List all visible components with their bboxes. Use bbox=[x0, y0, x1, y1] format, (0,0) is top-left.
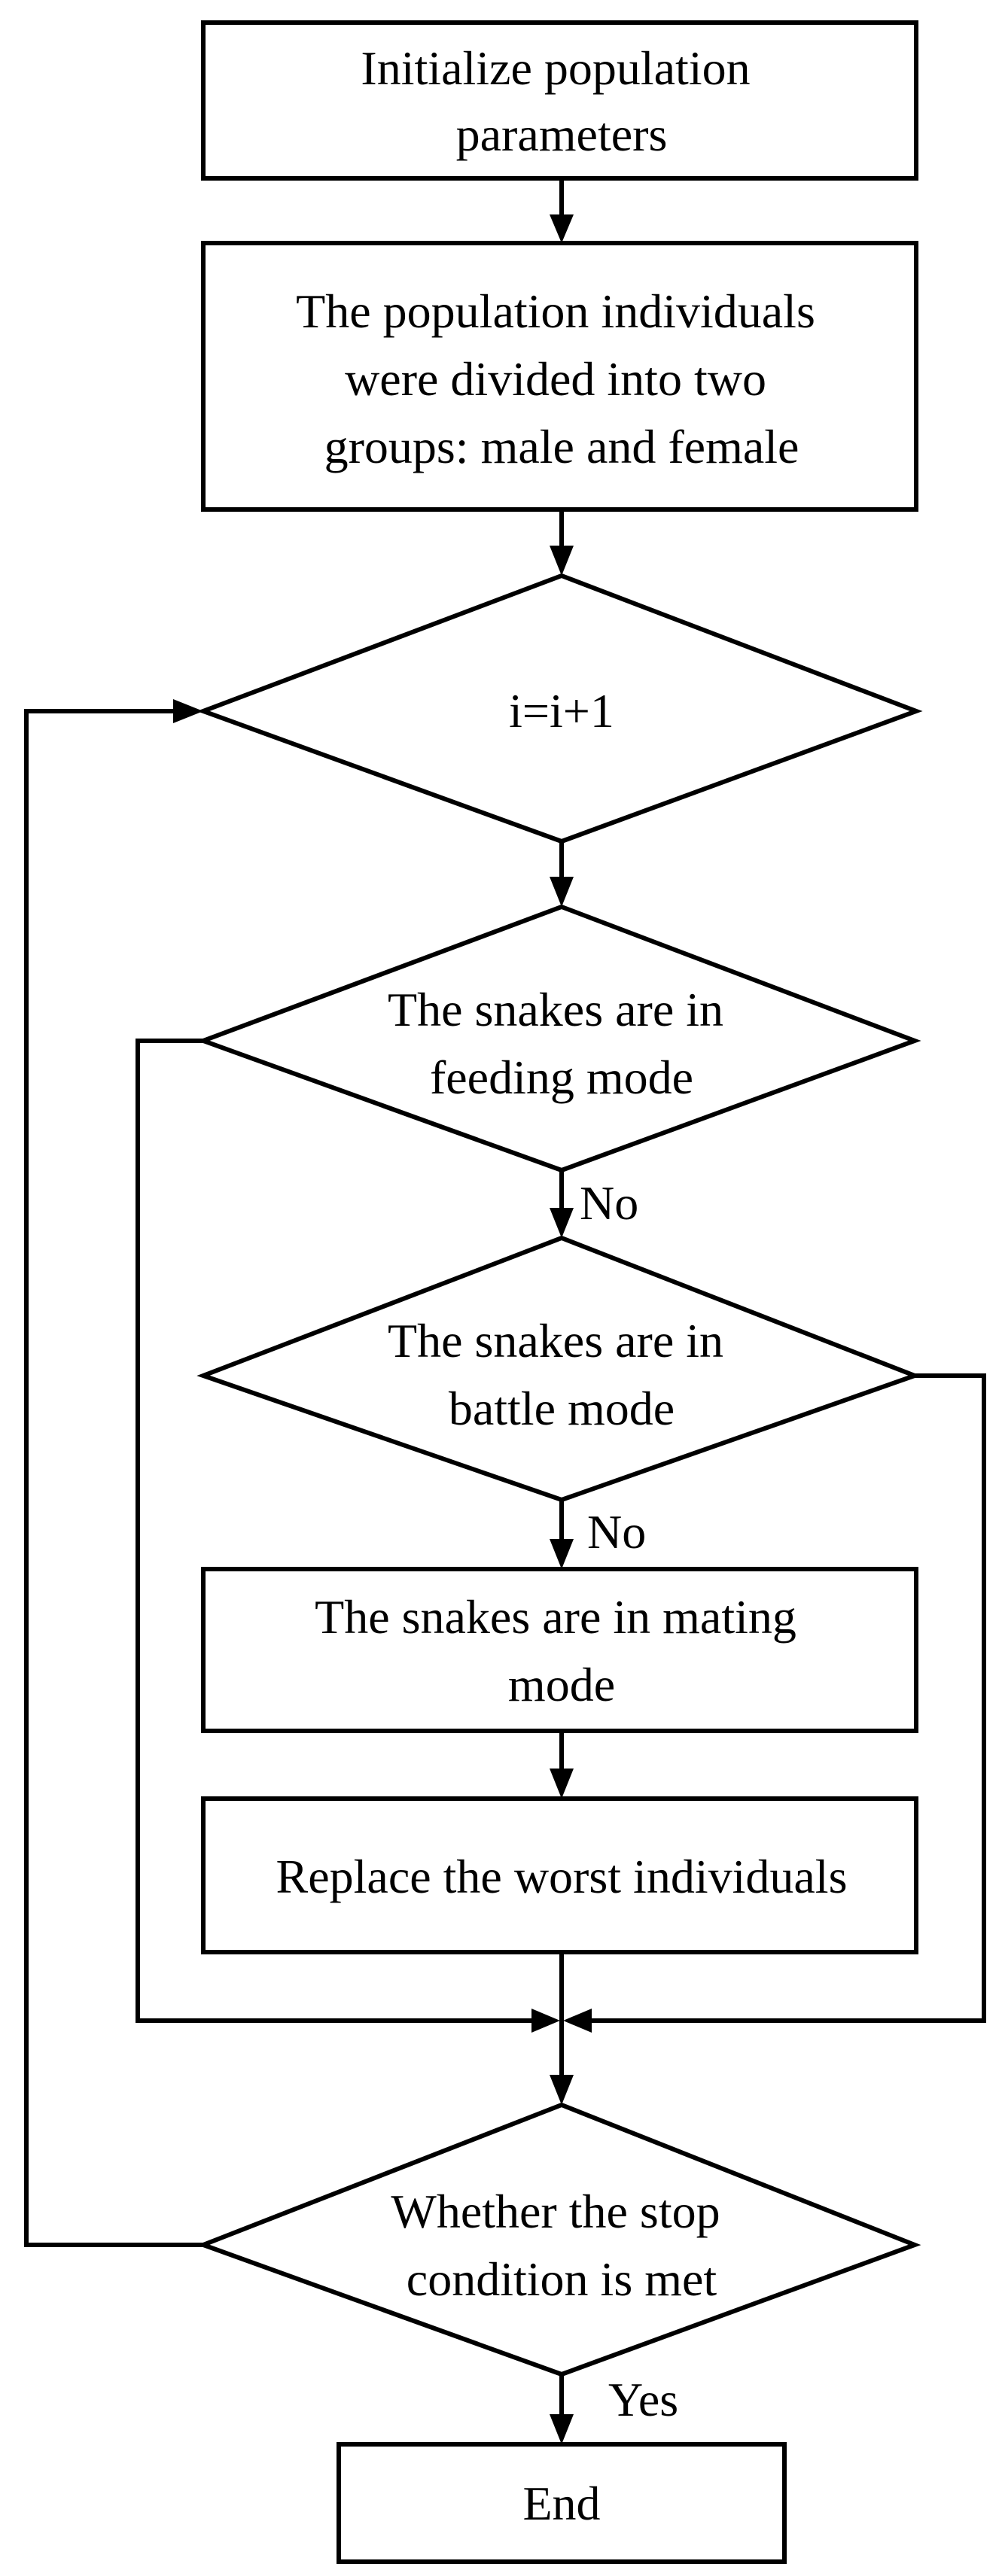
increment-label-line-1: i=i+1 bbox=[509, 684, 614, 738]
arrowhead-down-feeding bbox=[550, 877, 574, 907]
stop-label-line-2: condition is met bbox=[407, 2252, 717, 2306]
battle-label-line-2: battle mode bbox=[449, 1382, 675, 1435]
edge-label-stop-yes: Yes bbox=[608, 2373, 678, 2426]
connector-battle-bypass bbox=[581, 1373, 986, 2023]
divide-label-line-1: The population individuals bbox=[296, 284, 815, 338]
arrowhead-right-increment bbox=[173, 699, 203, 723]
node-increment-diamond bbox=[196, 573, 923, 844]
arrowhead-down-mating bbox=[550, 1539, 574, 1569]
feeding-label: The snakes are in feeding mode bbox=[388, 983, 736, 1104]
arrowhead-down-stop bbox=[550, 2075, 574, 2105]
arrowhead-down-end bbox=[550, 2414, 574, 2444]
node-init-box bbox=[201, 20, 918, 181]
node-end-box bbox=[337, 2442, 787, 2564]
init-label-line-2: parameters bbox=[456, 108, 668, 161]
divide-label-line-3: groups: male and female bbox=[324, 420, 799, 473]
node-battle-diamond bbox=[196, 1235, 921, 1503]
increment-label: i=i+1 bbox=[509, 684, 614, 738]
edge-label-feeding-no: No bbox=[580, 1176, 638, 1230]
feeding-label-line-1: The snakes are in bbox=[388, 983, 723, 1036]
node-divide-box bbox=[201, 241, 918, 512]
arrowhead-left-junction bbox=[563, 2009, 592, 2033]
replace-label: Replace the worst individuals bbox=[276, 1850, 848, 1903]
mating-label-line-2: mode bbox=[508, 1658, 615, 1711]
edge-labels: No No Yes bbox=[580, 1176, 678, 2426]
arrowhead-down-battle bbox=[550, 1208, 574, 1238]
stop-label-line-1: Whether the stop bbox=[391, 2185, 720, 2238]
mating-label: The snakes are in mating mode bbox=[315, 1590, 809, 1711]
connectors bbox=[24, 178, 986, 2419]
arrowhead-down-replace bbox=[550, 1769, 574, 1799]
divide-label-line-2: were divided into two bbox=[345, 352, 766, 406]
stop-label: Whether the stop condition is met bbox=[391, 2185, 732, 2306]
connector-loop-back bbox=[24, 709, 203, 2247]
init-label: Initialize population parameters bbox=[361, 41, 762, 161]
arrowhead-right-junction bbox=[531, 2009, 560, 2033]
connector-feeding-bypass bbox=[136, 1039, 542, 2023]
mating-label-line-1: The snakes are in mating bbox=[315, 1590, 796, 1644]
battle-label: The snakes are in battle mode bbox=[388, 1314, 736, 1435]
end-label: End bbox=[522, 2477, 600, 2530]
arrowheads bbox=[173, 214, 592, 2444]
node-mating-box bbox=[201, 1567, 918, 1733]
divide-label: The population individuals were divided … bbox=[296, 284, 827, 473]
nodes bbox=[196, 20, 923, 2564]
feeding-label-line-2: feeding mode bbox=[430, 1051, 693, 1104]
battle-label-line-1: The snakes are in bbox=[388, 1314, 723, 1367]
arrowhead-down-divide bbox=[550, 214, 574, 243]
end-label-line-1: End bbox=[522, 2477, 600, 2530]
node-replace-box bbox=[201, 1796, 918, 1954]
node-stop-diamond bbox=[196, 2102, 921, 2377]
replace-label-line-1: Replace the worst individuals bbox=[276, 1850, 848, 1903]
arrowhead-down-increment bbox=[550, 546, 574, 576]
node-feeding-diamond bbox=[196, 904, 921, 1173]
edge-label-battle-no: No bbox=[587, 1505, 646, 1559]
init-label-line-1: Initialize population bbox=[361, 41, 750, 95]
node-labels: Initialize population parameters The pop… bbox=[276, 41, 848, 2530]
